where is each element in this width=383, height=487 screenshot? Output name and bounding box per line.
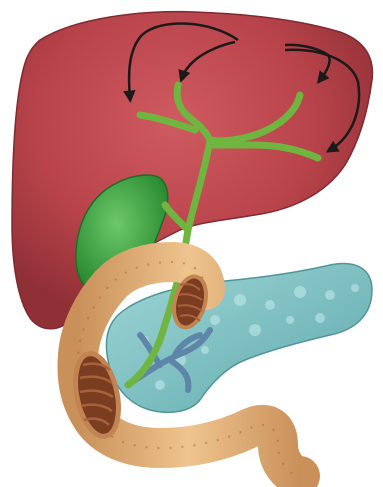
digestive-anatomy-diagram — [0, 0, 383, 487]
anatomy-illustration — [0, 0, 383, 487]
